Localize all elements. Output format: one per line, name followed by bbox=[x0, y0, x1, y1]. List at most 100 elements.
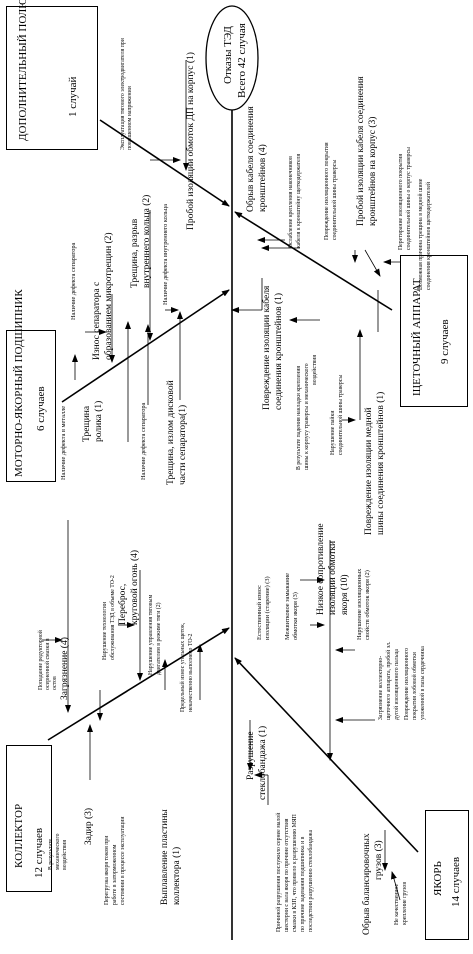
bearing-disk-note: Наличие дефекта сепаратора bbox=[140, 402, 147, 480]
category-motor-bearing-count: 6 случаев bbox=[35, 386, 47, 431]
effect-total: Всего 42 случая bbox=[236, 23, 248, 98]
category-collector-count: 12 случаев bbox=[33, 827, 45, 878]
collector-dirt-note-l2: осерненной смазки в bbox=[45, 638, 51, 690]
category-brush: ЩЕТОЧНЫЙ АППАРАТ bbox=[411, 278, 423, 396]
bearing-roller-l2: ролика (1) bbox=[94, 400, 104, 442]
anchor-band-note-l3: смазки в КЗП, что привело к разрушению М… bbox=[292, 814, 298, 932]
effect-title: Отказы ТЭД bbox=[222, 26, 234, 84]
collector-flash-note-c1: Предельный износ угольных щеток, bbox=[180, 622, 186, 712]
bearing-disk-l2: части сепаратора(1) bbox=[178, 404, 188, 485]
collector-flash-note-c2: некачественно выполнено ТО-2 bbox=[188, 633, 194, 712]
collector-dirt-note-l3: остов bbox=[52, 676, 58, 690]
collector-dirt: Загрязнение (4) bbox=[60, 637, 70, 700]
anchor-weights-note-l2: крепление грузов bbox=[402, 881, 408, 925]
anchor-lowres-note-b1: Межвитковое замыкание bbox=[284, 573, 291, 640]
bone-brush bbox=[234, 211, 393, 311]
anchor-lowres-note-d3: дугой изоляционного пальца bbox=[394, 649, 400, 720]
anchor-band-note-l4: по причине задевания подшипника и в bbox=[300, 836, 306, 932]
effect-ellipse bbox=[205, 5, 259, 111]
bone-anchor bbox=[234, 657, 419, 853]
brush-cable-ins-note-l3: воздействия bbox=[312, 354, 318, 385]
collector-dirt-note-l1: Попадание редукторной bbox=[38, 630, 44, 690]
collector-flash-l1: Переброс, bbox=[118, 583, 128, 625]
brush-cable-ins-l2: соединения кронштейнов (1) bbox=[274, 292, 284, 410]
category-brush-count: 9 случаев bbox=[439, 319, 451, 364]
anchor-weights-l1: Обрыв балансировочных bbox=[362, 833, 372, 935]
bone-extra-pole bbox=[99, 119, 230, 207]
category-box-collector: КОЛЛЕКТОР 12 случаев bbox=[6, 745, 52, 892]
brush-copper-note-l2: соединительной шины траверсы bbox=[338, 374, 344, 455]
category-anchor: ЯКОРЬ bbox=[432, 861, 444, 896]
anchor-band-l1: Разрушение bbox=[246, 731, 256, 780]
category-motor-bearing: МОТОРНО-ЯКОРНЫЙ ПОДШИПНИК bbox=[13, 289, 25, 477]
brush-holder-note-b1: Перетирание изоляционного покрытия bbox=[398, 153, 404, 250]
anchor-lowres-note-e3: уложенной в пазы сердечника bbox=[420, 646, 426, 720]
category-extra-pole: ДОПОЛНИТЕЛЬНЫЙ ПОЛЮС bbox=[17, 0, 29, 141]
brush-holder-note-a2: соединительной шины траверсы bbox=[332, 159, 338, 240]
brush-copper-l1: Повреждение изоляции медной bbox=[364, 407, 374, 535]
bearing-disk-l1: Трещина, излом дисковой bbox=[166, 380, 176, 485]
category-box-motor-bearing: МОТОРНО-ЯКОРНЫЙ ПОДШИПНИК 6 случаев bbox=[6, 289, 56, 482]
collector-flash-note-b1: Нарушение управления тяговым bbox=[148, 594, 154, 675]
bearing-sep-wear-l2: образованием микротрещин (2) bbox=[104, 232, 114, 360]
bearing-roller-l1: Трещина bbox=[82, 405, 92, 442]
anchor-lowres-note-d1: Загрязнение коллекторно- bbox=[378, 655, 384, 720]
anchor-weights-l2: грузов (3) bbox=[374, 840, 384, 880]
anchor-weights-note-l1: Не качественное bbox=[394, 883, 400, 925]
brush-cable-break-note-l1: Ослабление крепления наконечников bbox=[288, 156, 294, 248]
category-extra-pole-count: 1 случай bbox=[67, 76, 79, 117]
collector-plate-note-l2: работе в заторможенном bbox=[112, 844, 118, 905]
brush-copper-note-l1: Нарушение пайки bbox=[330, 410, 336, 455]
brush-cable-ins-l1: Повреждение изоляции кабеля bbox=[262, 285, 272, 410]
anchor-lowres-note-d2: щеточного аппарата, пробой эл. bbox=[386, 641, 392, 720]
category-box-anchor: ЯКОРЬ 14 случаев bbox=[425, 810, 469, 940]
collector-scuff-note-l2: механического bbox=[55, 833, 61, 870]
bearing-roller-note: Наличие дефекта в металле bbox=[60, 405, 67, 480]
bearing-sep-wear-l1: Износ сепаратора с bbox=[92, 281, 102, 360]
category-box-brush: ЩЕТОЧНЫЙ АППАРАТ 9 случаев bbox=[400, 255, 468, 407]
brush-holder-l1: Пробой изоляции кабеля соединения bbox=[356, 76, 366, 226]
bearing-sep-note: Наличие дефекта сепаратора bbox=[70, 242, 77, 320]
bearing-ring-l2: внутреннего кольца (2) bbox=[142, 194, 152, 288]
brush-cable-ins-note-l1: В результате падения накладки крепления bbox=[296, 365, 302, 470]
collector-plate-l1: Выплавление пластины bbox=[160, 809, 170, 905]
category-collector: КОЛЛЕКТОР bbox=[13, 803, 25, 868]
bone-motor-bearing bbox=[61, 289, 230, 403]
collector-flash-l2: круговой огонь (4) bbox=[130, 549, 140, 625]
anchor-lowres-note-e2: покрытия лобовой обмотки bbox=[412, 652, 418, 720]
bone-collector bbox=[47, 627, 230, 741]
brush-holder-note-c2: соединения кронштейнов щеткодержателей bbox=[426, 181, 432, 290]
brush-cable-break-l1: Обрыв кабеля соединения bbox=[246, 106, 256, 212]
anchor-lowres-l2: изоляции обмотки bbox=[328, 540, 338, 615]
brush-holder-note-b2: соединительной шины о корпус траверсы bbox=[406, 147, 412, 250]
brush-cable-break-note-l2: кабеля к кронштейну щеткодержателя bbox=[296, 153, 302, 248]
extra-pole-note-1: Эксплуатация тягового электродвигателя п… bbox=[120, 38, 133, 150]
anchor-band-note-l2: шестерни с вала якоря по причине отсутст… bbox=[284, 818, 290, 932]
collector-scuff: Задир (3) bbox=[84, 807, 94, 845]
collector-flash-note-b2: двигателем в режиме тяги (2) bbox=[156, 602, 162, 675]
anchor-lowres-note-a2: изоляции (старение) (3) bbox=[264, 576, 271, 640]
anchor-lowres-note-b2: обмотки якоря (3) bbox=[292, 592, 299, 640]
category-box-extra-pole: ДОПОЛНИТЕЛЬНЫЙ ПОЛЮС 1 случай bbox=[6, 0, 98, 150]
brush-holder-note-c1: Возможная причина трещина в медной шине bbox=[418, 178, 424, 290]
collector-scuff-note-l1: В результате bbox=[48, 838, 54, 870]
brush-cable-break-l2: кронштейнов (4) bbox=[258, 144, 268, 212]
anchor-band-note-l5: последствии разрушению стеклобандажа bbox=[308, 829, 314, 932]
anchor-lowres-note-c1: Нарушение изоляционных bbox=[356, 568, 363, 640]
category-anchor-count: 14 случаев bbox=[450, 856, 462, 907]
anchor-band-l2: стеклобандажа (1) bbox=[258, 725, 268, 800]
bearing-ring-l1: Трещина, разрыв bbox=[130, 218, 140, 288]
extra-pole-cause-1: Пробой изоляции обмоток ДП на корпус (1) bbox=[186, 52, 196, 230]
anchor-lowres-l3: якоря (10) bbox=[340, 574, 350, 615]
bearing-ring-note: Наличие дефекта внутреннего кольца bbox=[162, 204, 169, 305]
collector-flash-note-a1: Нарушение технологии bbox=[102, 602, 108, 660]
brush-holder-l2: кронштейнов на корпус (3) bbox=[368, 116, 378, 226]
collector-plate-note-l3: состоянии в процессе эксплуатации bbox=[120, 816, 126, 905]
collector-plate-l2: коллектора (1) bbox=[172, 846, 182, 905]
collector-flash-note-a2: обслуживания ТЭД в объеме ТО-2 bbox=[110, 575, 116, 660]
brush-holder-note-a1: Повреждение изоляционного покрытия bbox=[324, 142, 330, 241]
brush-cable-ins-note-l2: шины к корпусу траверсы и механического bbox=[304, 363, 310, 470]
collector-plate-note-l1: Перегрузка якоря током при bbox=[104, 835, 110, 905]
anchor-lowres-note-c2: свойств обмоток якоря (2) bbox=[364, 570, 371, 640]
